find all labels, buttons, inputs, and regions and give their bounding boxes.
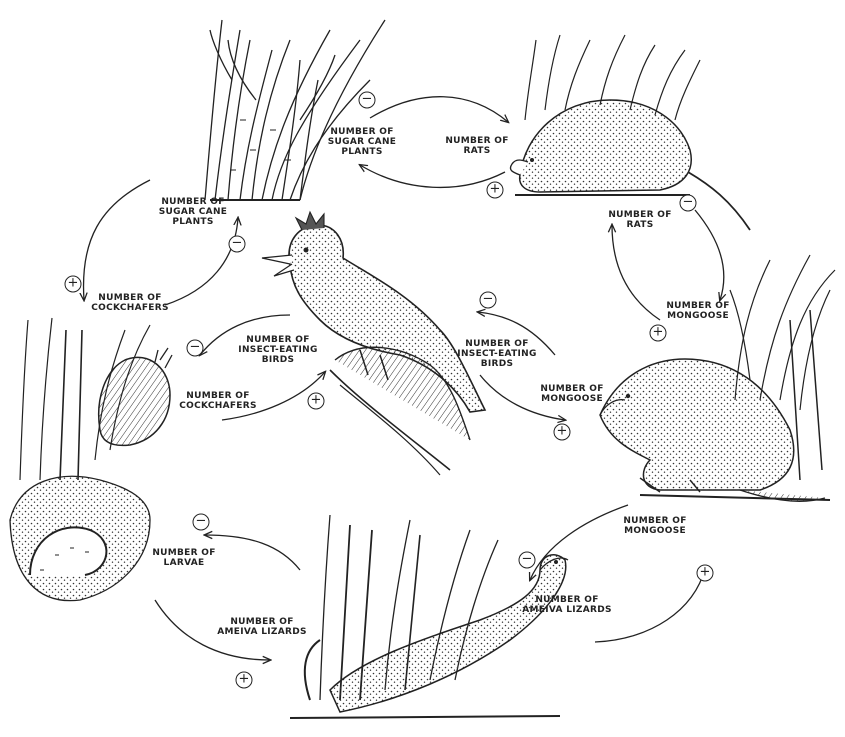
plus-sign-icon: + <box>554 424 571 441</box>
sugar-cane-illustration-top <box>205 20 385 200</box>
plus-sign-icon: + <box>308 393 325 410</box>
plus-sign-icon: + <box>236 672 253 689</box>
label-cockchafers-left: NUMBER OFCOCKCHAFERS <box>91 293 169 313</box>
label-sugar-cane-top: NUMBER OFSUGAR CANEPLANTS <box>328 127 396 157</box>
label-sugar-cane-left: NUMBER OFSUGAR CANEPLANTS <box>159 197 227 227</box>
label-rats-right: NUMBER OFRATS <box>608 210 671 230</box>
plus-sign-icon: + <box>65 276 82 293</box>
minus-sign-icon: − <box>193 514 210 531</box>
label-insect-eating-birds-left: NUMBER OFINSECT-EATINGBIRDS <box>238 335 317 365</box>
minus-sign-icon: − <box>519 552 536 569</box>
label-ameiva-lizards-right: NUMBER OFAMEIVA LIZARDS <box>522 595 612 615</box>
ameiva-lizard-illustration <box>290 515 568 718</box>
label-ameiva-lizards-left: NUMBER OFAMEIVA LIZARDS <box>217 617 307 637</box>
minus-sign-icon: − <box>359 92 376 109</box>
rat-illustration <box>510 35 750 230</box>
plus-sign-icon: + <box>650 325 667 342</box>
plus-sign-icon: + <box>487 182 504 199</box>
label-mongoose-right: NUMBER OFMONGOOSE <box>666 301 729 321</box>
minus-sign-icon: − <box>480 292 497 309</box>
minus-sign-icon: − <box>187 340 204 357</box>
label-mongoose-mid: NUMBER OFMONGOOSE <box>540 384 603 404</box>
minus-sign-icon: − <box>680 195 697 212</box>
label-mongoose-bottom: NUMBER OFMONGOOSE <box>623 516 686 536</box>
label-rats-top: NUMBER OFRATS <box>445 136 508 156</box>
mongoose-illustration <box>600 255 835 501</box>
label-larvae: NUMBER OFLARVAE <box>152 548 215 568</box>
label-insect-eating-birds-right: NUMBER OFINSECT-EATINGBIRDS <box>457 339 536 369</box>
minus-sign-icon: − <box>229 236 246 253</box>
plus-sign-icon: + <box>697 565 714 582</box>
label-cockchafers-mid: NUMBER OFCOCKCHAFERS <box>179 391 257 411</box>
cockchafer-illustration <box>10 318 172 601</box>
